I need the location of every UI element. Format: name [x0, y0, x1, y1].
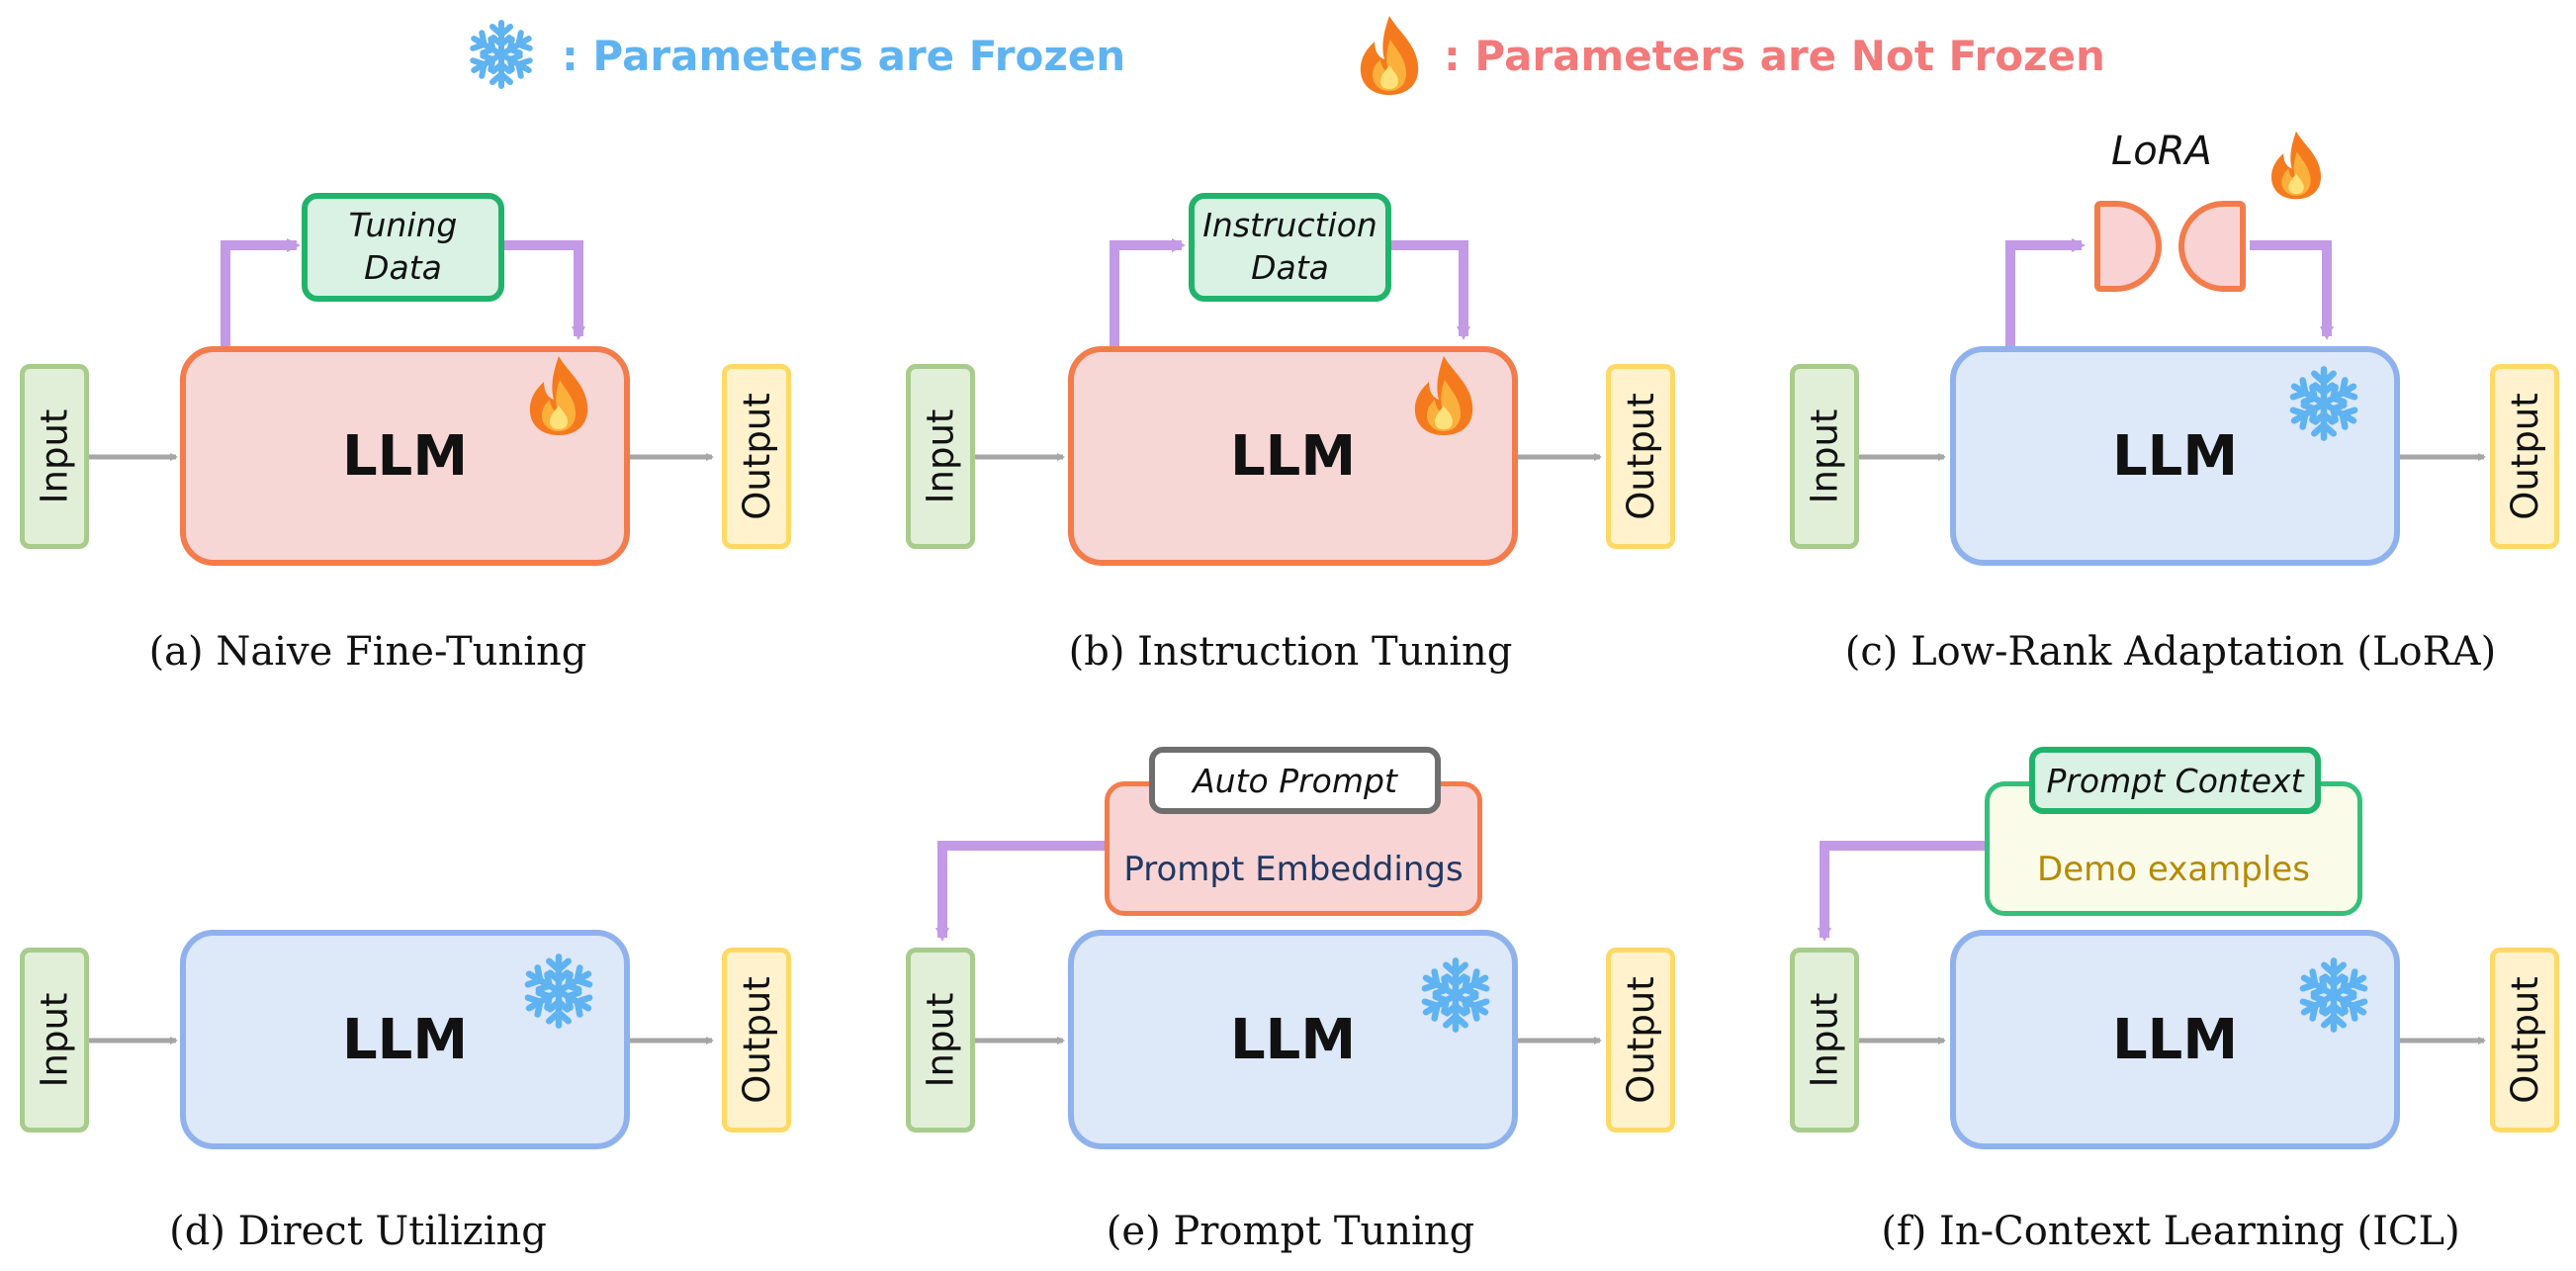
panel-caption: (e) Prompt Tuning: [1106, 1209, 1475, 1254]
lora-label: LoRA: [2111, 129, 2212, 174]
input-label: Input: [1803, 992, 1846, 1088]
not-frozen-legend-label: : Parameters are Not Frozen: [1444, 32, 2105, 80]
output-label: Output: [1619, 976, 1662, 1104]
input-box: Input: [1790, 948, 1859, 1133]
llm-label: LLM: [341, 1007, 469, 1072]
lora-up-block: [2178, 201, 2246, 292]
panel-caption: (b) Instruction Tuning: [1068, 629, 1513, 675]
llm-label: LLM: [2111, 1007, 2239, 1072]
prompt-context-label: Prompt Context: [2046, 761, 2304, 800]
input-label: Input: [919, 992, 962, 1088]
output-label: Output: [735, 976, 778, 1104]
flame-icon: [1414, 356, 1473, 435]
input-label: Input: [1803, 409, 1846, 504]
output-box: Output: [722, 948, 791, 1133]
panel-caption: (f) In-Context Learning (ICL): [1881, 1209, 2460, 1254]
prompt-context-box: Prompt Context: [2029, 747, 2321, 814]
output-box: Output: [1606, 948, 1675, 1133]
input-label: Input: [33, 409, 76, 504]
output-label: Output: [2503, 976, 2546, 1104]
output-box: Output: [1606, 364, 1675, 549]
output-box: Output: [2490, 948, 2559, 1133]
output-box: Output: [2490, 364, 2559, 549]
data-line1: Tuning: [348, 206, 458, 245]
input-box: Input: [906, 948, 975, 1133]
output-label: Output: [2503, 393, 2546, 520]
snowflake-icon: [519, 952, 598, 1031]
output-box: Output: [722, 364, 791, 549]
snowflake-icon: [2294, 955, 2373, 1035]
flow-arrows: [89, 453, 2486, 1044]
input-box: Input: [20, 364, 89, 549]
snowflake-icon: [1416, 955, 1495, 1035]
input-box: Input: [906, 364, 975, 549]
frozen-legend-label: : Parameters are Frozen: [562, 32, 1126, 80]
llm-box: LLM: [1068, 930, 1518, 1149]
auto-prompt-box: Auto Prompt: [1149, 747, 1441, 814]
data-line1: Instruction: [1202, 206, 1377, 245]
input-label: Input: [33, 992, 76, 1088]
panel-caption: (c) Low-Rank Adaptation (LoRA): [1844, 629, 2497, 675]
output-label: Output: [1619, 393, 1662, 520]
flame-icon: [1360, 16, 1419, 95]
prompt-embeddings-label: Prompt Embeddings: [1123, 850, 1464, 889]
panel-caption: (a) Naive Fine-Tuning: [148, 629, 587, 675]
data-line2: Data: [1251, 248, 1329, 287]
llm-label: LLM: [2111, 423, 2239, 489]
input-box: Input: [20, 948, 89, 1133]
flame-icon: [529, 356, 588, 435]
demo-examples-label: Demo examples: [2037, 850, 2310, 889]
llm-label: LLM: [1229, 423, 1357, 489]
output-label: Output: [735, 393, 778, 520]
panel-caption: (d) Direct Utilizing: [169, 1209, 547, 1254]
flame-icon: [2270, 131, 2322, 200]
auto-prompt-label: Auto Prompt: [1193, 761, 1397, 800]
llm-box: LLM: [1950, 346, 2400, 566]
llm-label: LLM: [1229, 1007, 1357, 1072]
input-box: Input: [1790, 364, 1859, 549]
legend: : Parameters are Frozen : Parameters are…: [0, 0, 2576, 109]
input-label: Input: [919, 409, 962, 504]
lora-down-block: [2094, 201, 2162, 292]
snowflake-icon: [465, 20, 538, 91]
tuning-arrows: [221, 238, 2334, 942]
data-line2: Data: [364, 248, 442, 287]
snowflake-icon: [2284, 364, 2363, 443]
llm-label: LLM: [341, 423, 469, 489]
